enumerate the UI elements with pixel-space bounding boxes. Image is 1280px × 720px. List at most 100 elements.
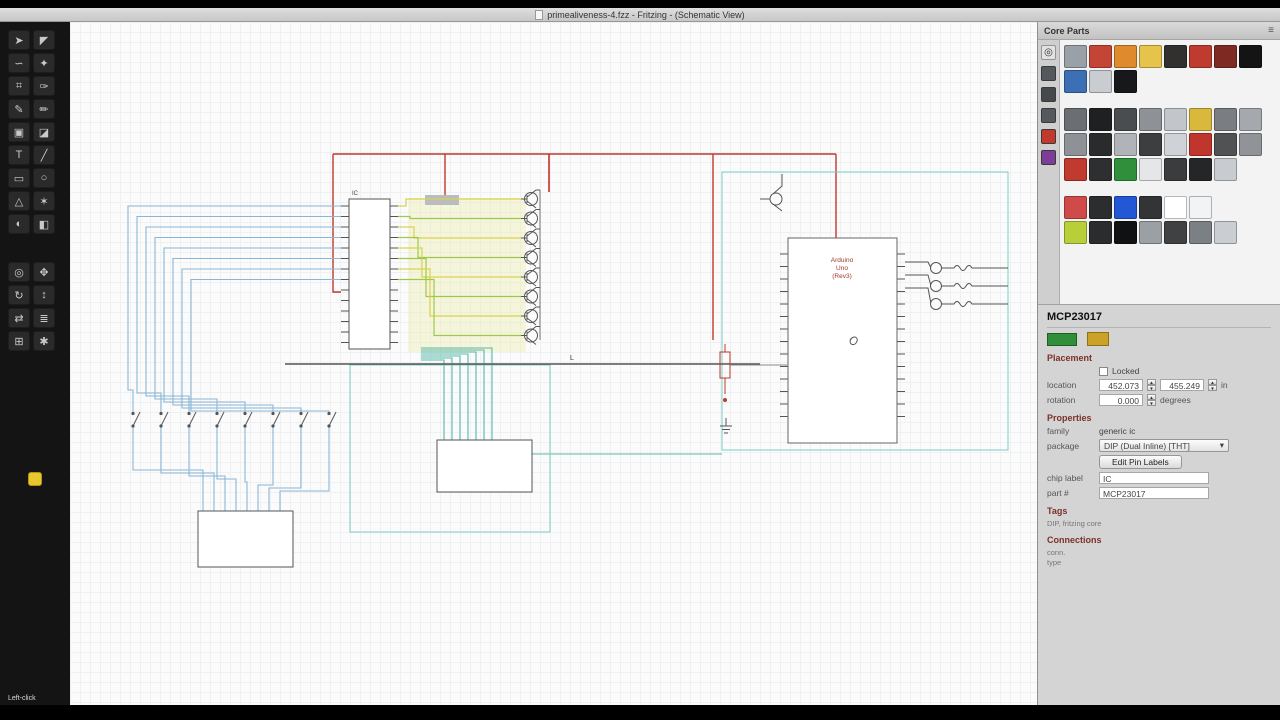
- part-icon[interactable]: [1114, 108, 1137, 131]
- selection-box-mid[interactable]: [349, 364, 551, 533]
- transistor-top[interactable]: [760, 174, 783, 212]
- parts-bin-header[interactable]: Core Parts ≡: [1038, 22, 1280, 40]
- part-icon[interactable]: [1189, 133, 1212, 156]
- bin-tab-4[interactable]: [1041, 150, 1056, 165]
- breadboard-preview-icon[interactable]: [1047, 332, 1077, 346]
- part-icon[interactable]: [1214, 45, 1237, 68]
- switch-array[interactable]: [131, 411, 337, 428]
- part-icon[interactable]: [1164, 108, 1187, 131]
- part-icon[interactable]: [1164, 196, 1187, 219]
- part-icon[interactable]: [1064, 221, 1087, 244]
- part-icon[interactable]: [1139, 158, 1162, 181]
- part-icon[interactable]: [1089, 133, 1112, 156]
- part-icon[interactable]: [1139, 221, 1162, 244]
- output-transistors[interactable]: [905, 261, 1008, 310]
- locked-checkbox[interactable]: [1099, 366, 1108, 376]
- part-icon[interactable]: [1089, 108, 1112, 131]
- part-icon[interactable]: [1239, 45, 1262, 68]
- part-icon[interactable]: [1114, 158, 1137, 181]
- location-x-field[interactable]: 452.073: [1099, 379, 1143, 391]
- zoom-tool[interactable]: ◎: [8, 262, 30, 282]
- rotation-field[interactable]: 0.000: [1099, 394, 1143, 406]
- selection-box-arduino[interactable]: [721, 171, 1009, 451]
- part-icon[interactable]: [1089, 158, 1112, 181]
- part-icon[interactable]: [1114, 196, 1137, 219]
- part-icon[interactable]: [1239, 108, 1262, 131]
- part-label-box[interactable]: [425, 195, 459, 205]
- bin-tab-1[interactable]: [1041, 87, 1056, 102]
- line-tool[interactable]: ╱: [33, 145, 55, 165]
- transistor-array[interactable]: [521, 154, 550, 345]
- pcb-preview-icon[interactable]: [1087, 332, 1109, 346]
- schematic-drawing[interactable]: IC L Arduino Uno (Rev3): [70, 22, 1037, 705]
- window-titlebar[interactable]: primealiveness-4.fzz - Fritzing - (Schem…: [0, 8, 1280, 22]
- text-tool[interactable]: T: [8, 145, 30, 165]
- part-icon[interactable]: [1189, 45, 1212, 68]
- options-tool[interactable]: ✱: [33, 331, 55, 351]
- location-y-field[interactable]: 455.249: [1160, 379, 1204, 391]
- scale-tool[interactable]: ↕: [33, 285, 55, 305]
- part-icon[interactable]: [1189, 158, 1212, 181]
- part-icon[interactable]: [1064, 45, 1087, 68]
- part-icon[interactable]: [1164, 133, 1187, 156]
- switch-wires[interactable]: [127, 205, 341, 511]
- bin-tab-0[interactable]: [1041, 66, 1056, 81]
- ic-mcp23017[interactable]: IC: [348, 191, 391, 350]
- polygon-tool[interactable]: △: [8, 191, 30, 211]
- brush-tool[interactable]: ✏: [33, 99, 55, 119]
- fill-tool[interactable]: ◧: [33, 214, 55, 234]
- connector-bottom-middle[interactable]: [436, 439, 533, 493]
- gpio-wires[interactable]: [398, 198, 521, 337]
- stamp-tool[interactable]: ▣: [8, 122, 30, 142]
- part-icon[interactable]: [1139, 196, 1162, 219]
- part-icon[interactable]: [1164, 45, 1187, 68]
- mirror-tool[interactable]: ⇄: [8, 308, 30, 328]
- gradient-tool[interactable]: ◐: [8, 214, 30, 234]
- grid-tool[interactable]: ⊞: [8, 331, 30, 351]
- part-icon[interactable]: [1189, 221, 1212, 244]
- part-icon[interactable]: [1214, 158, 1237, 181]
- part-icon[interactable]: [1139, 45, 1162, 68]
- part-icon[interactable]: [1164, 221, 1187, 244]
- direct-select-tool[interactable]: ◤: [33, 30, 55, 50]
- part-icon[interactable]: [1114, 133, 1137, 156]
- package-select[interactable]: DIP (Dual Inline) [THT] ▾: [1099, 439, 1229, 452]
- magic-wand-tool[interactable]: ✦: [33, 53, 55, 73]
- part-icon[interactable]: [1089, 221, 1112, 244]
- bin-menu-icon[interactable]: ≡: [1268, 25, 1274, 36]
- part-icon[interactable]: [1064, 70, 1087, 93]
- part-icon[interactable]: [1064, 196, 1087, 219]
- pencil-tool[interactable]: ✎: [8, 99, 30, 119]
- star-tool[interactable]: ✶: [33, 191, 55, 211]
- schematic-canvas[interactable]: IC L Arduino Uno (Rev3): [70, 22, 1037, 705]
- arduino-uno[interactable]: Arduino Uno (Rev3): [787, 237, 898, 444]
- part-icon[interactable]: [1114, 221, 1137, 244]
- eraser-tool[interactable]: ◪: [33, 122, 55, 142]
- bin-tab-3[interactable]: [1041, 129, 1056, 144]
- part-icon[interactable]: [1114, 70, 1137, 93]
- part-icon[interactable]: [1089, 196, 1112, 219]
- pointer-tool[interactable]: ➤: [8, 30, 30, 50]
- part-icon[interactable]: [1239, 133, 1262, 156]
- part-icon[interactable]: [1089, 70, 1112, 93]
- search-icon[interactable]: ◎: [1041, 45, 1056, 60]
- notification-badge[interactable]: [28, 472, 42, 486]
- part-icon[interactable]: [1139, 133, 1162, 156]
- rotation-stepper[interactable]: ▲▼: [1147, 394, 1156, 406]
- part-icon[interactable]: [1164, 158, 1187, 181]
- part-icon[interactable]: [1189, 108, 1212, 131]
- part-number-field[interactable]: MCP23017: [1099, 487, 1209, 499]
- location-y-stepper[interactable]: ▲▼: [1208, 379, 1217, 391]
- part-icon[interactable]: [1064, 158, 1087, 181]
- part-icon[interactable]: [1214, 133, 1237, 156]
- connector-bottom-left[interactable]: [197, 510, 294, 568]
- chip-label-field[interactable]: IC: [1099, 472, 1209, 484]
- location-x-stepper[interactable]: ▲▼: [1147, 379, 1156, 391]
- ground-symbol[interactable]: [720, 418, 732, 434]
- hand-tool[interactable]: ✥: [33, 262, 55, 282]
- part-icon[interactable]: [1089, 45, 1112, 68]
- crop-tool[interactable]: ⌗: [8, 76, 30, 96]
- part-icon[interactable]: [1214, 108, 1237, 131]
- ellipse-tool[interactable]: ○: [33, 168, 55, 188]
- part-icon[interactable]: [1189, 196, 1212, 219]
